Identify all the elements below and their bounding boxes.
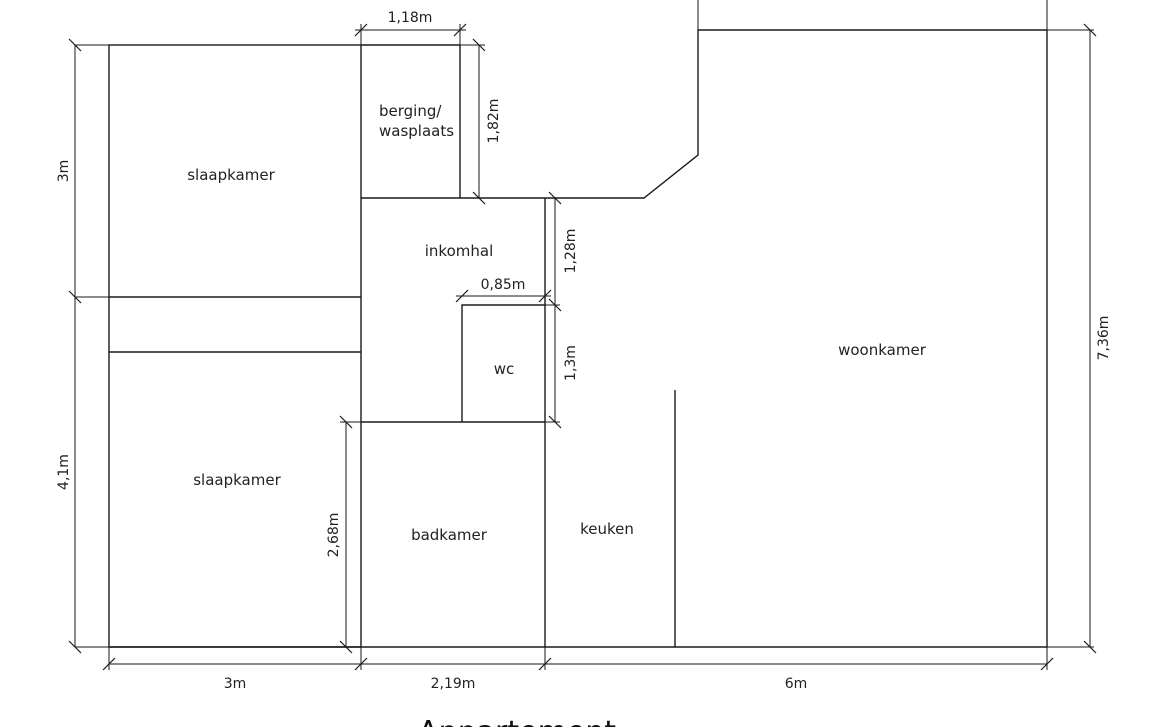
room-label-bedroom-top: slaapkamer — [187, 166, 275, 184]
dim-label-bedroom-bottom-depth: 4,1m — [56, 454, 72, 490]
hall-top-and-living-outline — [109, 29, 1048, 648]
room-label-living: woonkamer — [838, 341, 927, 359]
dim-label-bathroom-depth: 2,68m — [326, 513, 342, 558]
plan-caption: Appartement — [418, 715, 616, 727]
walls — [108, 29, 1048, 648]
room-labels: slaapkamer berging/ wasplaats inkomhal w… — [187, 102, 926, 544]
dimension-lines — [68, 0, 1097, 671]
tick — [472, 191, 486, 205]
dim-label-storage-width: 1,18m — [388, 10, 433, 26]
tick — [68, 290, 82, 304]
tick — [455, 289, 469, 303]
dimension-labels: 1,18m 1,82m 3m 4,1m 1,28m 0,85m 1,3m 2,6… — [56, 10, 1112, 692]
tick — [472, 38, 486, 52]
tick — [68, 38, 82, 52]
room-label-bathroom: badkamer — [411, 526, 488, 544]
dim-label-bedroom-top-depth: 3m — [56, 160, 72, 183]
dim-label-bottom-left: 3m — [224, 676, 247, 692]
room-label-wc: wc — [494, 360, 515, 378]
dim-label-bottom-mid: 2,19m — [431, 676, 476, 692]
room-label-kitchen: keuken — [580, 520, 634, 538]
tick — [453, 23, 467, 37]
tick — [548, 191, 562, 205]
tick — [68, 640, 82, 654]
tick — [538, 289, 552, 303]
tick — [354, 23, 368, 37]
tick — [538, 657, 552, 671]
room-label-bedroom-bottom: slaapkamer — [193, 471, 281, 489]
tick — [548, 298, 562, 312]
tick — [339, 640, 353, 654]
tick — [548, 415, 562, 429]
tick — [102, 657, 116, 671]
tick — [339, 415, 353, 429]
room-label-storage-line2: wasplaats — [379, 122, 454, 140]
dim-label-wc-width: 0,85m — [481, 277, 526, 293]
dim-label-hall-depth: 1,28m — [563, 229, 579, 274]
tick — [1040, 657, 1054, 671]
dim-label-total-depth: 7,36m — [1096, 316, 1112, 361]
left-wing-outline — [108, 44, 362, 648]
wc-walls — [461, 304, 545, 422]
room-label-hall: inkomhal — [425, 242, 493, 260]
dim-label-bottom-right: 6m — [785, 676, 808, 692]
tick — [1083, 640, 1097, 654]
room-label-storage-line1: berging/ — [379, 102, 442, 120]
tick — [1083, 23, 1097, 37]
tick — [354, 657, 368, 671]
dim-label-wc-depth: 1,3m — [563, 345, 579, 381]
dim-label-storage-depth: 1,82m — [486, 99, 502, 144]
